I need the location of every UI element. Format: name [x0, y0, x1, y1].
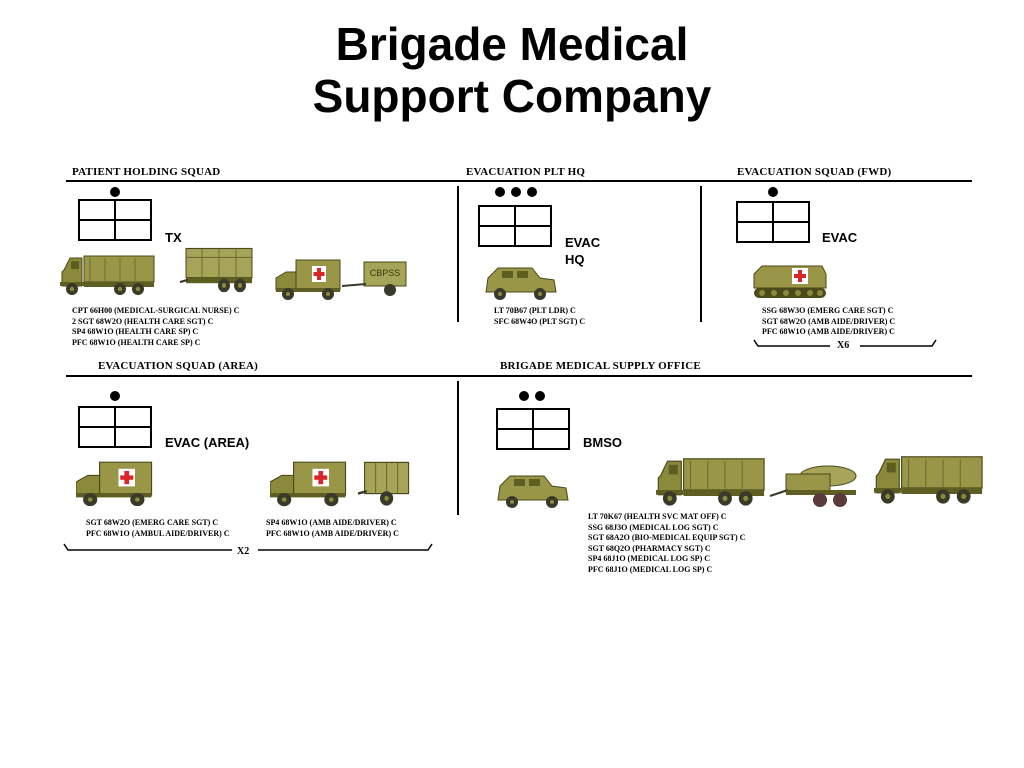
roster-evac-area-left: SGT 68W2O (EMERG CARE SGT) C PFC 68W1O (…	[86, 518, 230, 539]
roster-item: LT 70K67 (HEALTH SVC MAT OFF) C	[588, 512, 727, 521]
ambulance-with-cbpss-trailer: CBPSS	[275, 259, 407, 301]
unit-label-evac: EVAC	[822, 230, 858, 245]
title-line-2: Support Company	[312, 70, 712, 122]
row1-separator-a	[457, 186, 459, 322]
multiplier-x6: X6	[837, 340, 850, 351]
ambulance-area-2-with-trailer	[270, 461, 410, 507]
roster-patient-holding: CPT 66H00 (MEDICAL-SURGICAL NURSE) C 2 S…	[72, 306, 239, 348]
ambulance-area-1	[76, 461, 153, 506]
roster-item: SGT 68W2O (AMB AIDE/DRIVER) C	[762, 316, 896, 326]
header-evac-squad-area: EVACUATION SQUAD (AREA)	[98, 360, 259, 372]
unit-symbol-evac-plt-hq	[478, 187, 552, 247]
humvee	[485, 267, 557, 301]
roster-evac-area-right: SP4 68W1O (AMB AIDE/DRIVER) C PFC 68W1O …	[266, 518, 399, 539]
title-line-1: Brigade Medical	[335, 18, 689, 70]
cargo-truck-with-trailer	[60, 247, 254, 296]
roster-item: PFC 68W1O (AMB AIDE/DRIVER) C	[266, 528, 399, 538]
unit-label-evac-area: EVAC (AREA)	[165, 435, 250, 450]
header-patient-holding-squad: PATIENT HOLDING SQUAD	[72, 166, 221, 178]
roster-item: 2 SGT 68W2O (HEALTH CARE SGT) C	[72, 316, 214, 326]
unit-symbol-bmso	[496, 391, 570, 450]
roster-evac-plt-hq: LT 70B67 (PLT LDR) C SFC 68W4O (PLT SGT)…	[494, 306, 585, 327]
roster-item: SSG 68J3O (MEDICAL LOG SGT) C	[588, 522, 719, 532]
unit-label-evac-hq: EVAC HQ	[565, 234, 600, 268]
roster-item: SP4 68J1O (MEDICAL LOG SP) C	[588, 554, 711, 563]
roster-item: PFC 68W1O (AMB AIDE/DRIVER) C	[762, 327, 895, 336]
roster-item: CPT 66H00 (MEDICAL-SURGICAL NURSE) C	[72, 306, 240, 315]
roster-evac-fwd: SSG 68W3O (EMERG CARE SGT) C SGT 68W2O (…	[762, 306, 895, 338]
row2-separator	[457, 381, 459, 515]
unit-label-bmso: BMSO	[583, 435, 622, 450]
header-evac-plt-hq: EVACUATION PLT HQ	[466, 166, 586, 178]
multiplier-bracket-area	[63, 543, 433, 551]
multiplier-x2: X2	[237, 546, 250, 557]
header-evac-squad-fwd: EVACUATION SQUAD (FWD)	[737, 166, 892, 178]
roster-item: PFC 68W1O (HEALTH CARE SP) C	[72, 337, 201, 347]
roster-item: SGT 68W2O (EMERG CARE SGT) C	[86, 518, 219, 527]
multiplier-bracket-fwd	[753, 339, 937, 347]
evac-hq-line-2: HQ	[565, 252, 585, 267]
row1-divider	[66, 180, 972, 182]
unit-symbol-patient-holding	[78, 187, 152, 241]
roster-item: LT 70B67 (PLT LDR) C	[494, 306, 576, 315]
cbpss-marking: CBPSS	[370, 268, 401, 278]
roster-item: SGT 68A2O (BIO-MEDICAL EQUIP SGT) C	[588, 533, 746, 542]
roster-item: PFC 68W1O (AMBUL AIDE/DRIVER) C	[86, 528, 230, 538]
unit-symbol-evac-area	[78, 391, 152, 448]
roster-item: SP4 68W1O (AMB AIDE/DRIVER) C	[266, 518, 397, 527]
tracked-ambulance	[753, 265, 827, 299]
roster-item: SFC 68W4O (PLT SGT) C	[494, 316, 586, 326]
roster-bmso: LT 70K67 (HEALTH SVC MAT OFF) C SSG 68J3…	[588, 512, 745, 575]
roster-item: SP4 68W1O (HEALTH CARE SP) C	[72, 327, 199, 336]
row2-divider	[66, 375, 972, 377]
bmso-tank-trailer	[769, 465, 857, 507]
row1-separator-b	[700, 186, 702, 322]
bmso-humvee	[497, 475, 569, 509]
roster-item: PFC 68J1O (MEDICAL LOG SP) C	[588, 564, 713, 574]
bmso-cargo-truck-2	[874, 456, 983, 505]
unit-label-tx: TX	[165, 230, 182, 245]
unit-symbol-evac-fwd	[736, 187, 810, 243]
roster-item: SGT 68Q2O (PHARMACY SGT) C	[588, 543, 711, 553]
page-title: Brigade Medical Support Company	[0, 18, 1024, 122]
evac-hq-line-1: EVAC	[565, 235, 601, 250]
header-bmso: BRIGADE MEDICAL SUPPLY OFFICE	[500, 360, 701, 372]
roster-item: SSG 68W3O (EMERG CARE SGT) C	[762, 306, 894, 315]
bmso-cargo-truck	[656, 458, 765, 507]
